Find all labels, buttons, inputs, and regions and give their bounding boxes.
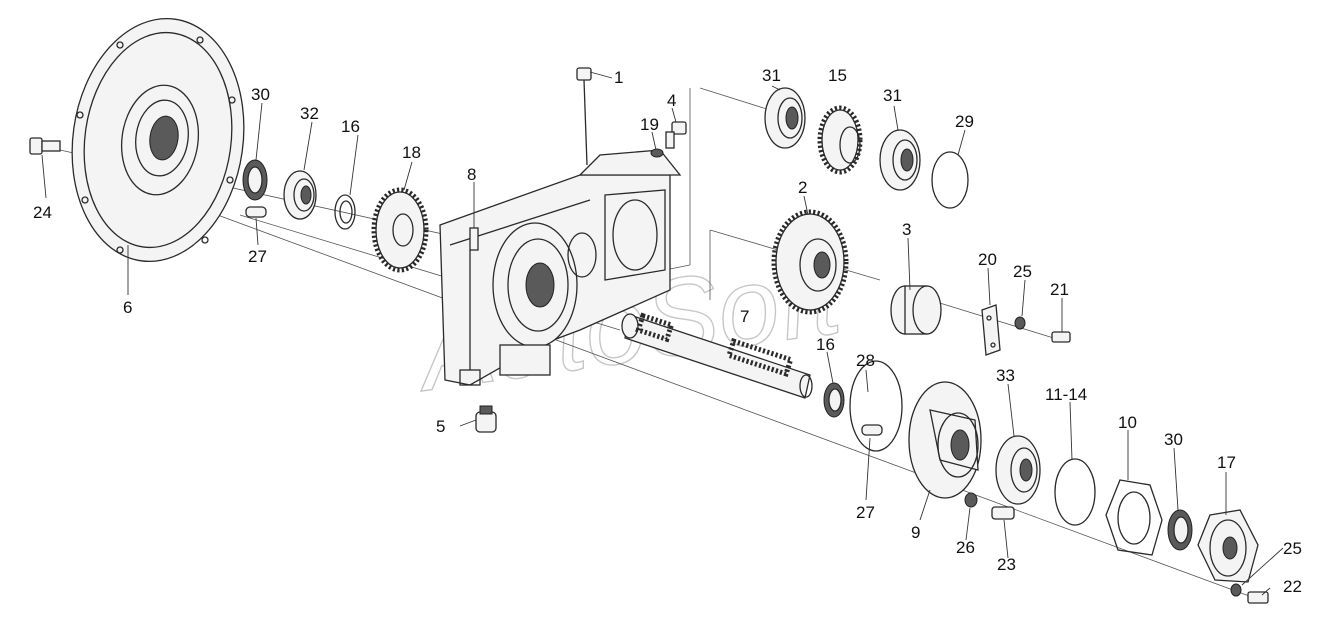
- part-15-small-gear: [817, 105, 863, 175]
- part-22-bolt: [1247, 591, 1269, 604]
- callout-24: 24: [33, 203, 52, 222]
- part-5-drain-plug: [475, 405, 497, 433]
- part-8-pin: [469, 227, 479, 251]
- part-2-large-gear: [771, 209, 849, 315]
- part-31-bearing-left: [764, 87, 806, 149]
- callout-32: 32: [300, 104, 319, 123]
- callout-31-right: 31: [883, 86, 902, 105]
- part-23-bolt: [991, 506, 1015, 520]
- callout-10: 10: [1118, 413, 1137, 432]
- part-27-pin-right: [861, 424, 883, 436]
- callout-labels: 1 2 3 4 5 6 8 7 9 10 11-14 15 16 16 17 1…: [33, 66, 1302, 596]
- callout-25-top: 25: [1013, 262, 1032, 281]
- part-28-o-ring: [849, 360, 903, 452]
- part-32-bearing: [283, 170, 317, 220]
- part-26-washer: [964, 492, 978, 508]
- part-21-bolt: [1051, 331, 1071, 343]
- part-19-washer: [650, 148, 664, 158]
- callout-31-left: 31: [762, 66, 781, 85]
- callout-20: 20: [978, 250, 997, 269]
- callout-18: 18: [402, 143, 421, 162]
- callout-16-right: 16: [816, 335, 835, 354]
- part-24-bolt: [29, 137, 61, 155]
- callout-25-bottom: 25: [1283, 539, 1302, 558]
- part-7-shaft: [621, 312, 813, 399]
- callout-23: 23: [997, 555, 1016, 574]
- callout-11-14: 11-14: [1045, 385, 1087, 404]
- part-16-washer-right: [823, 382, 845, 418]
- callout-7: 7: [740, 307, 749, 326]
- callout-26: 26: [956, 538, 975, 557]
- callout-27-left: 27: [248, 247, 267, 266]
- callout-30-left: 30: [251, 85, 270, 104]
- leader-lines: [41, 71, 1284, 596]
- part-20-plate: [981, 304, 1001, 356]
- part-18-gear: [371, 187, 429, 273]
- part-25-washer-bottom: [1230, 583, 1242, 597]
- part-10-gasket: [1105, 479, 1163, 556]
- callout-19: 19: [640, 115, 659, 134]
- callout-2: 2: [798, 178, 807, 197]
- part-17-end-cover: [1197, 509, 1259, 583]
- callout-16-left: 16: [341, 117, 360, 136]
- part-27-pin-left: [245, 206, 267, 218]
- callout-5: 5: [436, 417, 445, 436]
- part-3-plug: [890, 285, 942, 335]
- part-11-14-shims: [1054, 458, 1096, 526]
- part-29-snap-ring: [931, 151, 969, 209]
- callout-28: 28: [856, 351, 875, 370]
- callout-21: 21: [1050, 280, 1069, 299]
- callout-17: 17: [1217, 453, 1236, 472]
- part-30-seal-right: [1167, 509, 1193, 551]
- callout-3: 3: [902, 220, 911, 239]
- part-25-washer-top: [1014, 316, 1026, 330]
- callout-15: 15: [828, 66, 847, 85]
- callout-22: 22: [1283, 577, 1302, 596]
- callout-27-right: 27: [856, 503, 875, 522]
- part-30-seal-left: [242, 159, 268, 201]
- callout-30-right: 30: [1164, 430, 1183, 449]
- callout-6: 6: [123, 298, 132, 317]
- part-1-dipstick: [576, 67, 592, 166]
- part-4-breather-plug: [665, 121, 687, 149]
- main-housing: [439, 149, 682, 386]
- part-16-washer-left: [334, 194, 356, 230]
- callout-1: 1: [614, 68, 623, 87]
- callout-29: 29: [955, 112, 974, 131]
- part-33-bearing: [995, 435, 1041, 505]
- callout-33: 33: [996, 366, 1015, 385]
- callout-4: 4: [667, 91, 676, 110]
- callout-9: 9: [911, 523, 920, 542]
- part-9-cover-housing: [908, 381, 982, 499]
- callout-8: 8: [467, 165, 476, 184]
- part-31-bearing-right: [879, 129, 921, 191]
- part-6-flange-plate: [71, 17, 245, 263]
